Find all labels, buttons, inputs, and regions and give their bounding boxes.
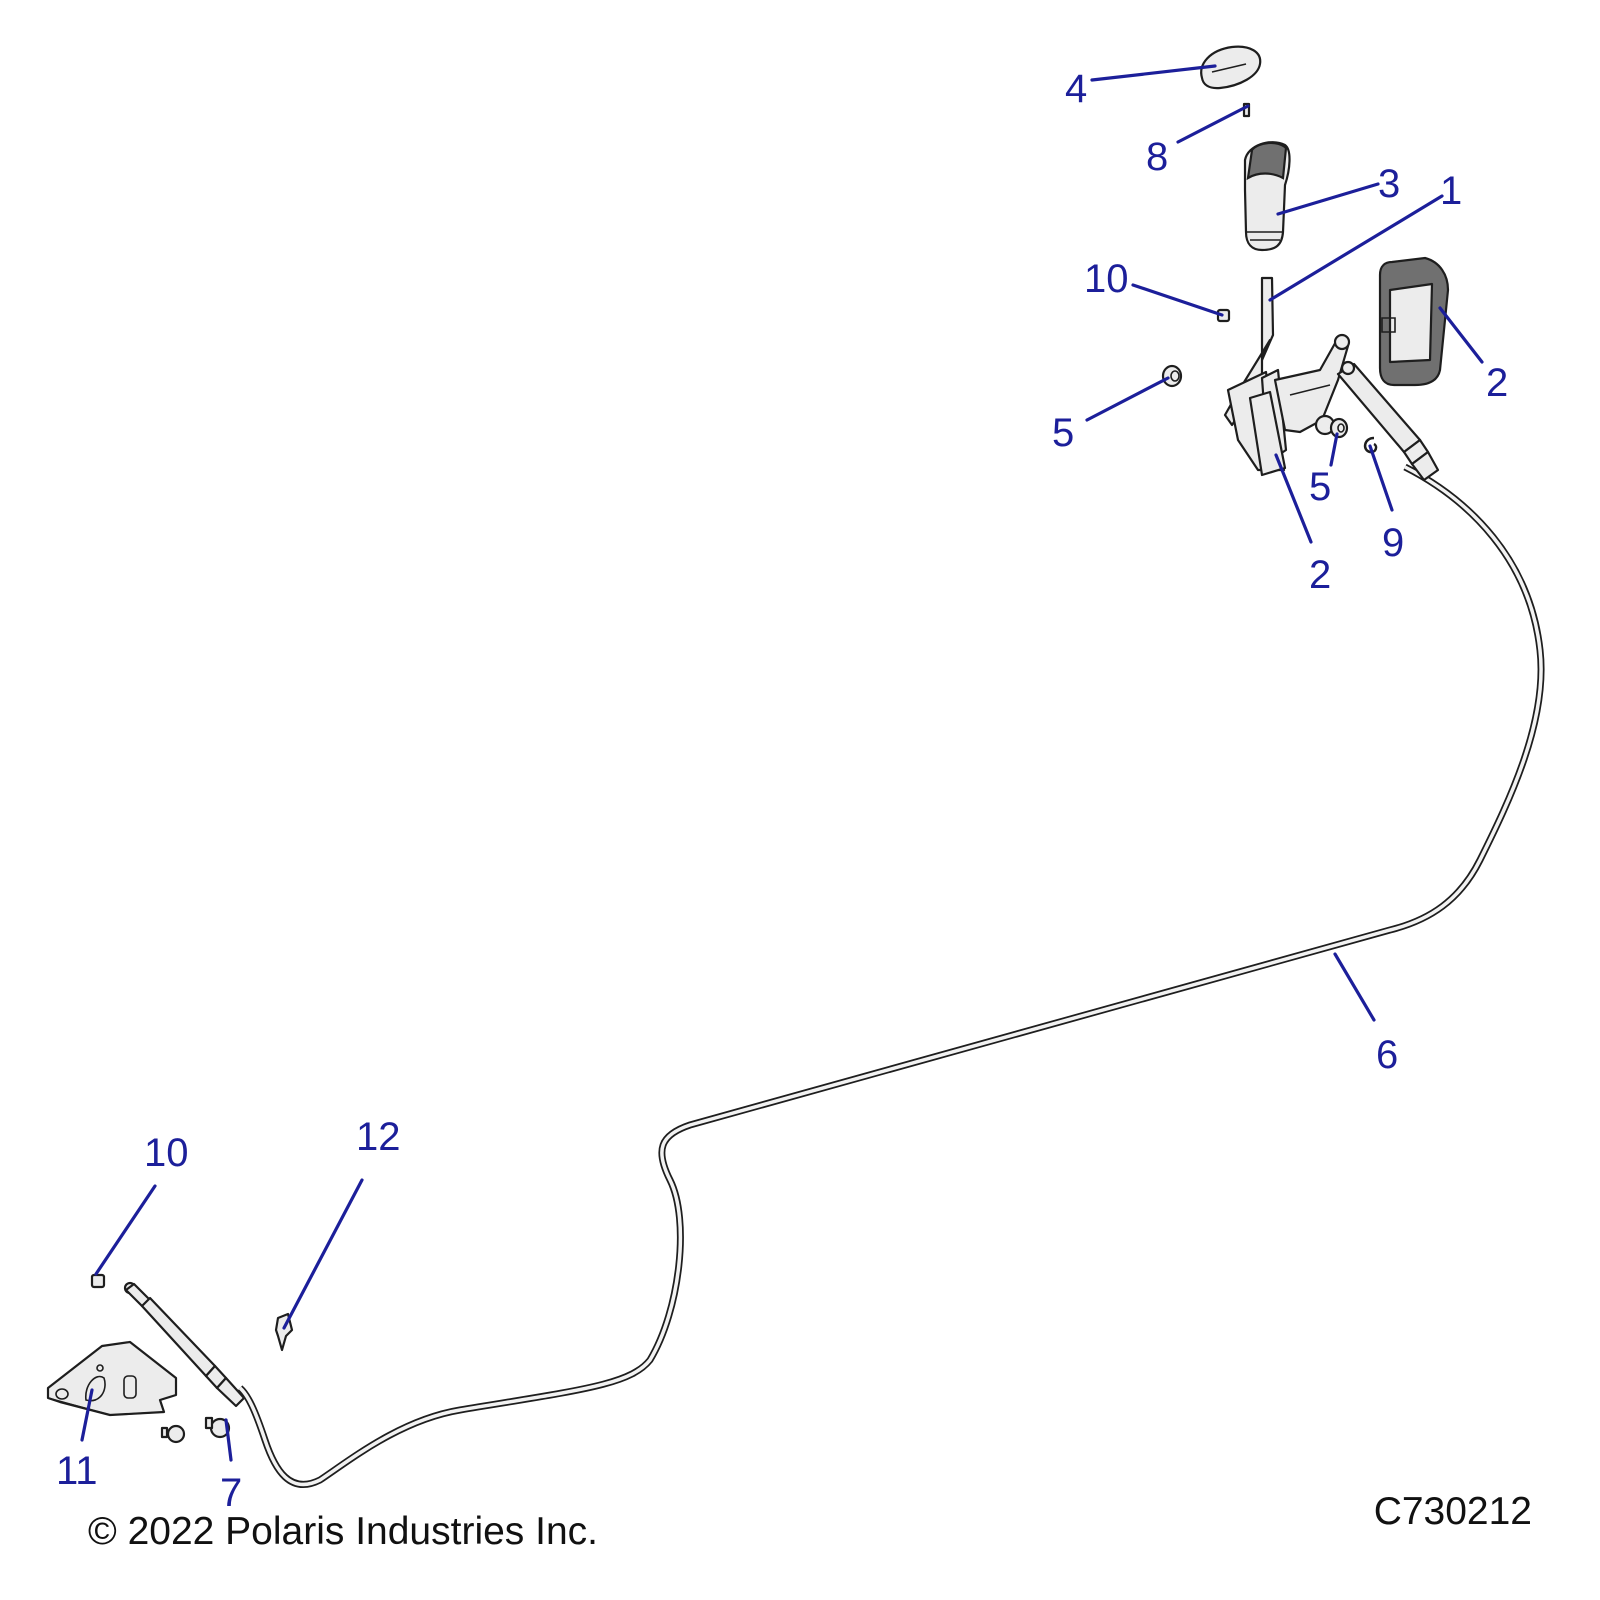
mounting-bracket xyxy=(46,1340,178,1417)
callout-12: 12 xyxy=(356,1115,401,1159)
cable-end-upper xyxy=(1336,360,1440,482)
callout-9: 9 xyxy=(1382,521,1404,565)
callout-1: 1 xyxy=(1440,169,1462,213)
callout-2-left: 2 xyxy=(1309,553,1331,597)
callout-10-bottom: 10 xyxy=(144,1131,189,1175)
shift-cable xyxy=(237,463,1545,1488)
copyright-notice: © 2022 Polaris Industries Inc. xyxy=(88,1510,598,1553)
callout-6: 6 xyxy=(1376,1033,1398,1077)
callout-4: 4 xyxy=(1065,67,1087,111)
cable-end-lower xyxy=(123,1281,246,1408)
bushing-right xyxy=(1329,417,1349,439)
callout-8: 8 xyxy=(1146,135,1168,179)
e-clip xyxy=(1363,436,1378,454)
nut-bottom xyxy=(90,1273,106,1289)
callout-10-top: 10 xyxy=(1084,257,1129,301)
callout-11: 11 xyxy=(56,1449,98,1493)
callout-2-right: 2 xyxy=(1486,361,1508,405)
bushing-left xyxy=(1161,364,1183,388)
drawing-number: C730212 xyxy=(1373,1490,1532,1533)
shift-lever-assembly xyxy=(1223,276,1351,472)
leader-lines xyxy=(80,64,1484,1462)
shift-knob xyxy=(1243,141,1291,252)
callout-7: 7 xyxy=(220,1471,242,1515)
callout-5-right: 5 xyxy=(1309,465,1331,509)
pin xyxy=(1242,102,1251,118)
callout-5-left: 5 xyxy=(1052,411,1074,455)
knob-cap xyxy=(1200,45,1262,90)
callout-3: 3 xyxy=(1378,162,1400,206)
shifter-boot-right xyxy=(1378,256,1450,387)
fasteners xyxy=(160,1416,231,1444)
